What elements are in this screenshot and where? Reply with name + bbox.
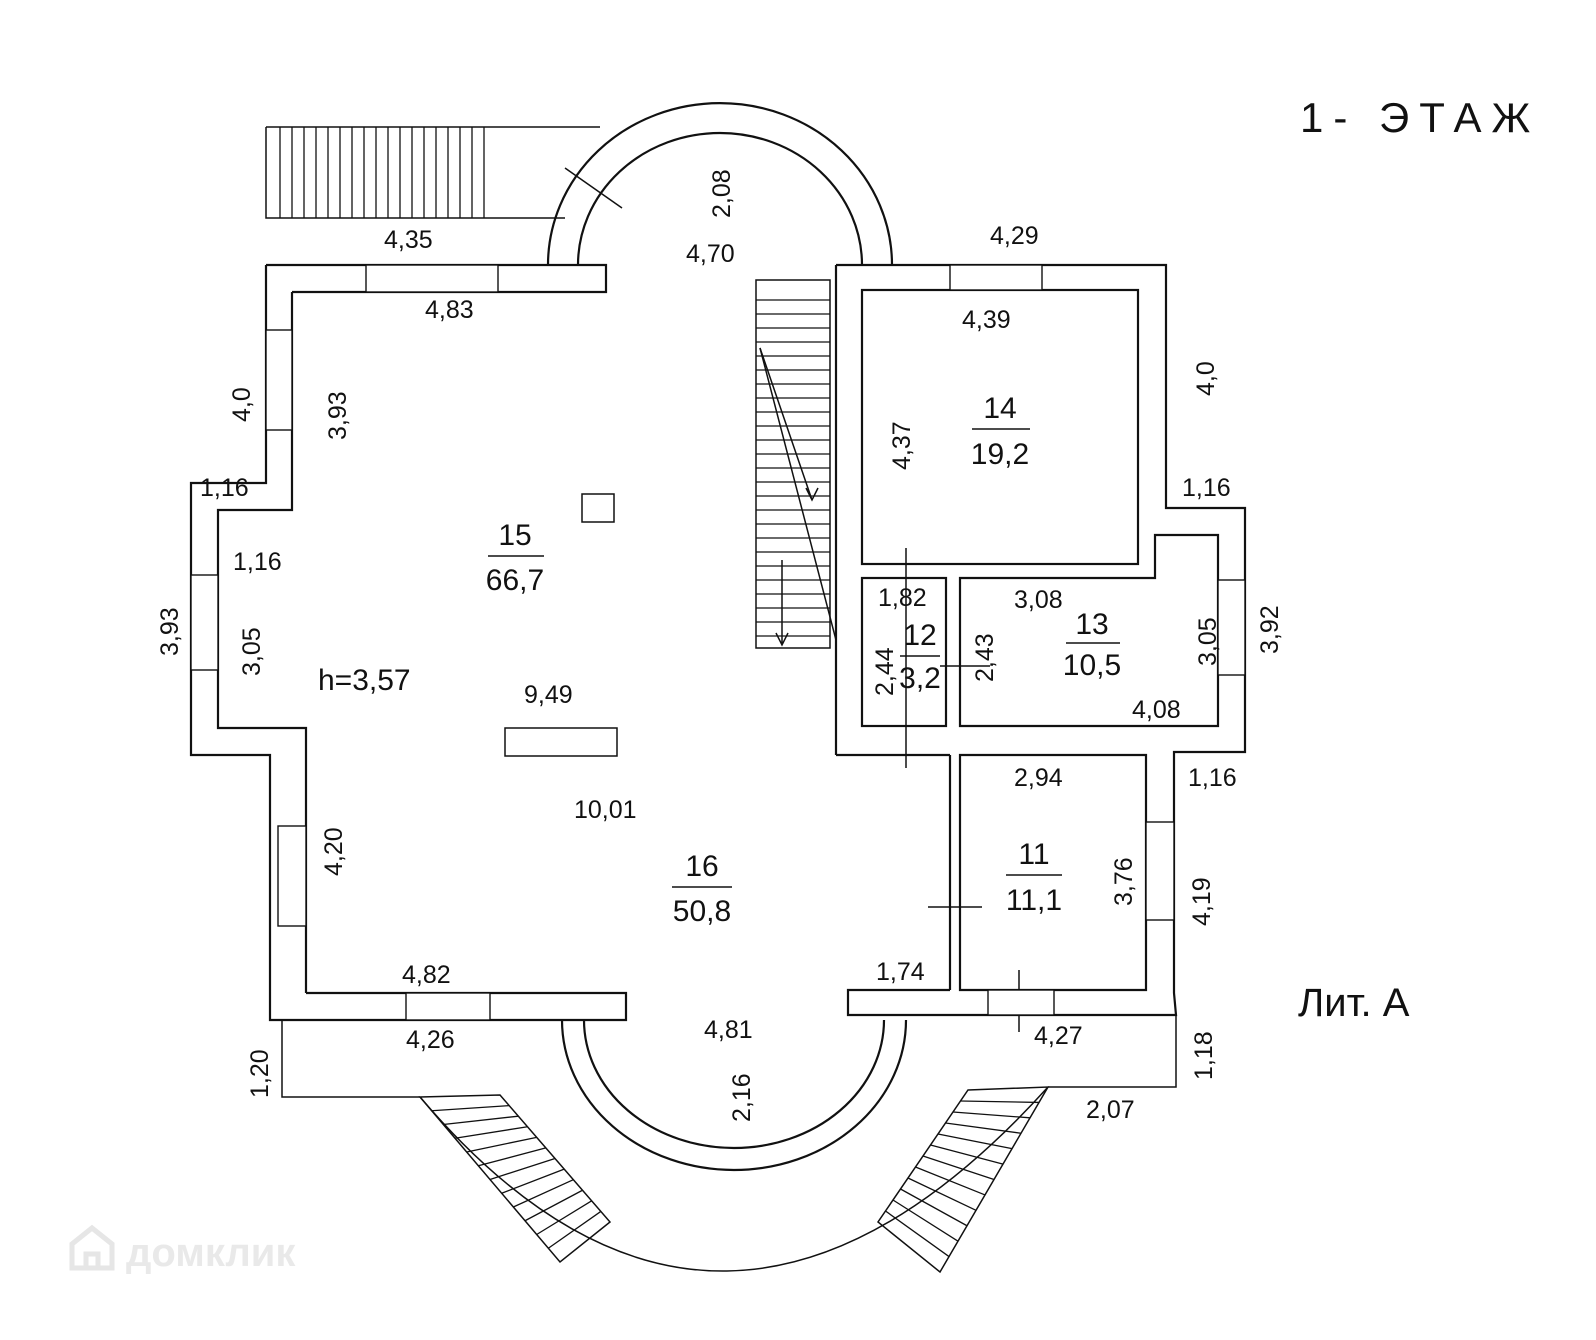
watermark-text: домклик [126,1231,296,1275]
room-15-label: 15 66,7 [486,519,544,597]
stair-tread [443,1115,519,1126]
fixtures [504,493,618,757]
dimension-label: 4,39 [962,306,1011,334]
stair-tread [466,1136,537,1153]
stair-tread [915,1166,986,1196]
room-number: 12 [903,619,936,652]
dimension-label: 10,01 [574,796,637,824]
stair-tread [937,1133,1013,1150]
dimension-label: 4,0 [228,387,256,422]
dimension-label: 2,07 [1086,1096,1135,1124]
room-area: 3,2 [899,662,941,695]
dimension-label: 4,81 [704,1016,753,1044]
room-area: 10,5 [1063,649,1121,682]
dimension-label: 4,29 [990,222,1039,250]
room-11-label: 11 11,1 [1006,838,1062,917]
stair-tread [513,1179,574,1208]
dimension-label: 4,08 [1132,696,1181,724]
dimension-label: 3,76 [1110,857,1138,906]
ceiling-height: h=3,57 [318,664,411,697]
dimension-label: 4,82 [402,961,451,989]
dimension-label: 2,16 [728,1073,756,1122]
room-number: 14 [983,392,1016,425]
room-area: 66,7 [486,564,544,597]
dimension-label: 4,20 [320,827,348,876]
stair-tread [536,1200,593,1236]
dimension-label: 1,74 [876,958,925,986]
dimension-label: 4,26 [406,1026,455,1054]
internal-stair [755,279,837,649]
dimension-label: 2,08 [708,169,736,218]
dimension-label: 9,49 [524,681,573,709]
stair-tread [501,1168,565,1194]
right-rooms [834,265,1220,1032]
curved-stairs [418,1086,1050,1274]
stair-tread [454,1126,528,1139]
dimension-label: 4,37 [888,421,916,470]
floor-title: 1- ЭТАЖ [1300,94,1540,141]
room-number: 13 [1075,608,1108,641]
dimension-label: 1,16 [1182,474,1231,502]
stair-tread [478,1147,546,1167]
dimension-label: 4,19 [1188,877,1216,926]
stair-tread [885,1210,950,1258]
stair-tread [900,1188,968,1227]
dimension-label: 4,83 [425,296,474,324]
dimension-label: 2,94 [1014,764,1063,792]
room-number: 11 [1018,838,1049,871]
dimension-label: 3,93 [324,391,352,440]
room-number: 16 [685,850,718,883]
stair-tread [892,1199,959,1242]
dimension-label: 3,05 [238,627,266,676]
dimension-label: 4,35 [384,226,433,254]
room-16-label: 16 50,8 [672,850,732,928]
dimension-label: 3,93 [156,607,184,656]
stair-tread [922,1155,995,1181]
stair-tread [960,1100,1040,1104]
dimension-label: 1,18 [1190,1031,1218,1080]
room-12-label: 12 3,2 [899,619,941,695]
dimension-label: 3,92 [1256,605,1284,654]
literal-label: Лит. А [1298,981,1410,1025]
stair-tread [524,1189,583,1222]
top-left-stairs [265,126,600,219]
dimension-label: 4,70 [686,240,735,268]
room-area: 11,1 [1006,884,1062,917]
top-bay [546,102,894,266]
stair-tread [907,1177,977,1211]
terrace [281,1015,1177,1272]
stair-tread [489,1157,556,1181]
dimension-label: 2,44 [871,647,899,696]
windows [190,264,1246,1021]
dimension-label: 1,82 [878,584,927,612]
dimension-label: 3,08 [1014,586,1063,614]
dimension-label: 1,16 [1188,764,1237,792]
dimension-labels: 4,35 4,83 2,08 4,70 4,29 4,39 4,0 3,93 1… [156,169,1284,1124]
room-labels: 15 66,7 16 50,8 14 19,2 13 10,5 12 3,2 1… [318,392,1121,928]
dimension-label: 1,16 [233,548,282,576]
room-13-label: 13 10,5 [1063,608,1121,682]
stair-tread [547,1210,602,1249]
stair-tread [930,1144,1004,1165]
stair-arrow-icon [759,347,819,502]
dimension-label: 1,16 [200,474,249,502]
room-area: 50,8 [673,895,731,928]
room-number: 15 [498,519,531,552]
house-logo-icon [69,1224,115,1271]
dimension-label: 4,27 [1034,1022,1083,1050]
stair-tread [952,1111,1031,1119]
dimension-label: 2,43 [971,633,999,682]
stair-tread [945,1122,1022,1134]
room-area: 19,2 [971,438,1029,471]
dimension-label: 3,05 [1194,617,1222,666]
room-14-label: 14 19,2 [971,392,1030,471]
dimension-label: 1,20 [246,1049,274,1098]
stair-tread [431,1104,510,1112]
watermark: домклик [69,1224,296,1275]
dimension-label: 4,0 [1192,361,1220,396]
